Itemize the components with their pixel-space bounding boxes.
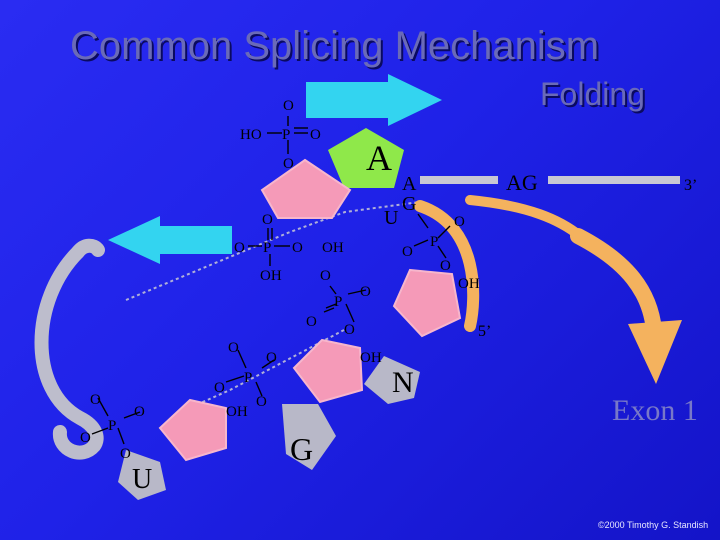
copyright-text: ©2000 Timothy G. Standish bbox=[598, 520, 709, 530]
sugar-ring-3 bbox=[292, 338, 364, 404]
branch-a-label: A bbox=[402, 173, 417, 195]
sugar-ring-4 bbox=[158, 398, 227, 462]
oxygen-label: O bbox=[228, 340, 239, 356]
left-arrow-icon bbox=[108, 216, 232, 264]
oxygen-label: O bbox=[402, 244, 413, 260]
right-arrow-icon bbox=[306, 74, 442, 126]
phosphorus-label: P bbox=[263, 240, 271, 256]
folding-label: Folding bbox=[540, 76, 645, 112]
oxygen-label: O bbox=[134, 404, 145, 420]
oxygen-label: O bbox=[320, 268, 331, 284]
hydroxyl-label: OH bbox=[458, 276, 480, 292]
dotted-bond bbox=[125, 201, 421, 301]
g-base-label: G bbox=[290, 431, 313, 467]
oxygen-label: O bbox=[360, 284, 371, 300]
oxygen-label: O bbox=[234, 240, 245, 256]
intron-strand-tail bbox=[71, 238, 105, 259]
oxygen-label: O bbox=[120, 446, 131, 462]
adenine-label: A bbox=[366, 138, 392, 178]
n-base-label: N bbox=[392, 366, 414, 399]
oxygen-label: O bbox=[454, 214, 465, 230]
oxygen-label: O bbox=[90, 392, 101, 408]
oxygen-label: O bbox=[283, 98, 294, 114]
oxygen-label: O bbox=[283, 156, 294, 172]
phosphorus-label: P bbox=[108, 418, 116, 434]
oxygen-label: O bbox=[80, 430, 91, 446]
oxygen-label: O bbox=[306, 314, 317, 330]
hydroxyl-label: OH bbox=[226, 404, 248, 420]
u-base bbox=[118, 450, 166, 500]
hydroxyl-label: OH bbox=[360, 350, 382, 366]
oxygen-label: O bbox=[266, 350, 277, 366]
exon-label: Exon 1 bbox=[612, 394, 698, 427]
guanine-label: G bbox=[402, 193, 416, 215]
oxygen-label: O bbox=[214, 380, 225, 396]
curved-arrow-head bbox=[628, 320, 682, 384]
sugar-ring-1 bbox=[260, 158, 352, 219]
g-base bbox=[282, 404, 336, 470]
three-prime-label: 3’ bbox=[684, 177, 697, 194]
u-base-label: U bbox=[132, 464, 152, 495]
oxygen-label: O bbox=[310, 127, 321, 143]
sugar-ring-2 bbox=[392, 268, 462, 338]
adenine-base bbox=[328, 128, 404, 188]
oxygen-label: O bbox=[262, 212, 273, 228]
intron-bar-right bbox=[548, 176, 680, 184]
ag-label: AG bbox=[506, 170, 538, 195]
exon-bridge bbox=[465, 195, 585, 241]
page-title: Common Splicing Mechanism bbox=[70, 24, 600, 68]
oxygen-label: O bbox=[344, 322, 355, 338]
uracil-label: U bbox=[384, 207, 399, 229]
hydroxyl-label: OH bbox=[260, 268, 282, 284]
phosphorus-label: P bbox=[334, 294, 342, 310]
exon-strand bbox=[414, 200, 480, 332]
hydroxyl-label: OH bbox=[322, 240, 344, 256]
intron-bar-left bbox=[420, 176, 498, 184]
five-prime-label: 5’ bbox=[478, 323, 491, 340]
phosphorus-label: P bbox=[282, 127, 290, 143]
phosphorus-label: P bbox=[430, 234, 438, 250]
dotted-bond-2 bbox=[179, 329, 345, 413]
intron-strand bbox=[34, 245, 104, 460]
n-base bbox=[364, 356, 420, 404]
bonds bbox=[91, 116, 451, 445]
phosphorus-label: P bbox=[244, 370, 252, 386]
oxygen-label: O bbox=[292, 240, 303, 256]
oxygen-label: O bbox=[256, 394, 267, 410]
oxygen-label: O bbox=[440, 258, 451, 274]
hydroxyl-label: HO bbox=[240, 127, 262, 143]
curved-arrow-icon bbox=[570, 228, 662, 338]
